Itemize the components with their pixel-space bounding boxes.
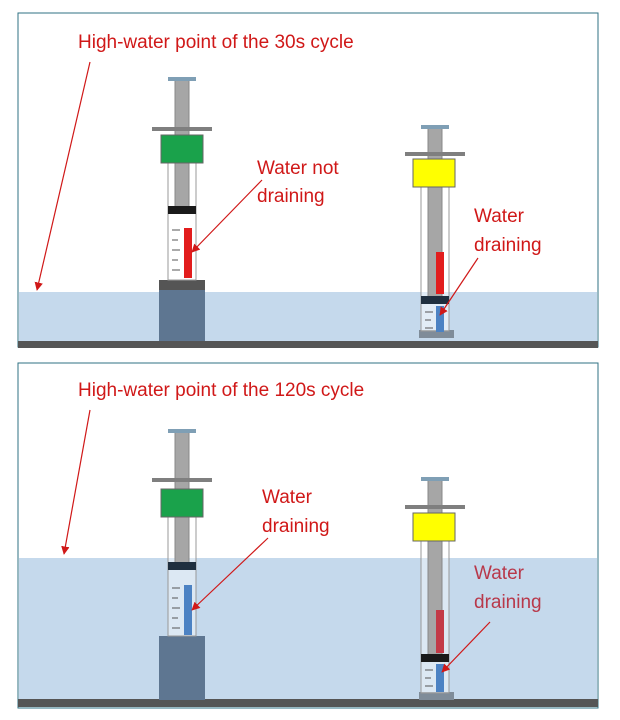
plunger-top — [168, 429, 196, 433]
syringe-flange — [405, 505, 465, 509]
green-tag — [160, 488, 204, 518]
blue-indicator — [436, 306, 444, 332]
panel-frame — [17, 12, 599, 348]
left-label-arrow — [191, 537, 269, 611]
water-level — [19, 292, 597, 341]
pedestal-cap — [159, 280, 205, 290]
yellow-tag — [412, 158, 456, 188]
panel-120s: High-water point of the 120s cycle Water… — [17, 362, 599, 709]
right-label-arrow — [439, 257, 479, 316]
plunger-seal — [421, 654, 449, 662]
high-water-arrow — [34, 61, 91, 291]
plunger-top — [421, 477, 449, 481]
right-label-line2: draining — [474, 592, 542, 613]
plunger-seal — [421, 296, 449, 304]
left-label-arrow — [191, 179, 263, 253]
base — [419, 692, 454, 700]
pedestal — [159, 636, 205, 700]
right-label-line2: draining — [474, 235, 542, 256]
left-label-line2: draining — [257, 186, 325, 207]
left-label-line1: Water not — [257, 158, 339, 179]
panel-30s: High-water point of the 30s cycle Water … — [17, 12, 599, 348]
left-device — [152, 429, 212, 700]
ground — [18, 699, 598, 707]
plunger-seal — [168, 562, 196, 570]
scale-marks — [425, 669, 433, 687]
high-water-arrow — [61, 409, 91, 555]
green-tag — [160, 134, 204, 164]
plunger-top — [168, 77, 196, 81]
left-label-line2: draining — [262, 516, 330, 537]
syringe-flange — [152, 127, 212, 131]
scale-marks — [425, 311, 433, 329]
blue-indicator — [436, 664, 444, 692]
right-label-line1: Water — [474, 563, 525, 584]
left-device — [152, 77, 212, 341]
right-label-arrow — [441, 621, 491, 673]
scale-marks — [172, 587, 180, 629]
red-indicator — [436, 252, 444, 294]
panel-title: High-water point of the 30s cycle — [78, 32, 354, 53]
water-level — [19, 558, 597, 699]
left-label-line1: Water — [262, 487, 313, 508]
blue-indicator — [184, 585, 192, 635]
yellow-tag — [412, 512, 456, 542]
plunger-top — [421, 125, 449, 129]
red-indicator — [184, 228, 192, 278]
panel-title: High-water point of the 120s cycle — [78, 380, 364, 401]
ground — [18, 341, 598, 348]
syringe-flange — [405, 152, 465, 156]
red-indicator — [436, 610, 444, 653]
right-device — [405, 477, 465, 700]
plunger-seal — [168, 206, 196, 214]
right-label-line1: Water — [474, 206, 525, 227]
syringe-flange — [152, 478, 212, 482]
scale-marks — [172, 229, 180, 271]
pedestal — [159, 280, 205, 341]
base — [419, 330, 454, 338]
